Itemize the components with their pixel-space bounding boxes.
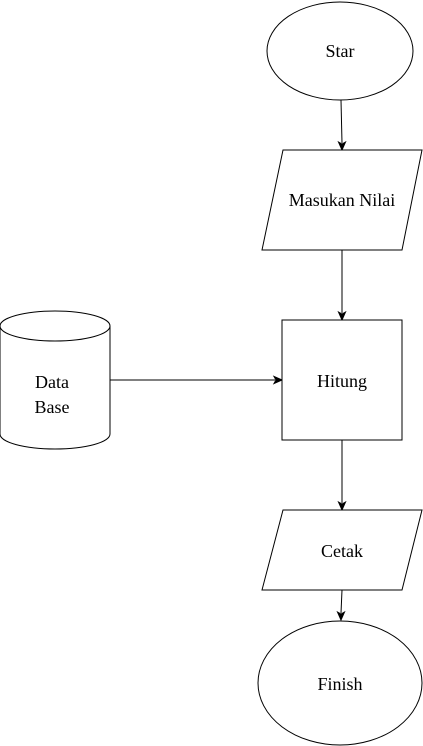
database-label-line2: Base xyxy=(35,397,70,417)
flowchart-edges xyxy=(110,99,347,622)
output-parallelogram xyxy=(261,509,423,591)
process-rectangle xyxy=(281,319,403,441)
edge-output-to-end xyxy=(336,589,346,622)
arrowhead xyxy=(337,310,347,322)
start-label: Star xyxy=(326,41,355,61)
edge-input-to-process xyxy=(337,250,347,322)
output-node: Cetak xyxy=(261,509,423,591)
end-label: Finish xyxy=(317,674,362,694)
end-ellipse xyxy=(257,620,423,746)
edge-database-to-process xyxy=(110,375,284,385)
database-node: Data Base xyxy=(0,310,111,450)
input-label: Masukan Nilai xyxy=(289,190,395,210)
input-node: Masukan Nilai xyxy=(261,149,423,251)
database-label-line1: Data xyxy=(35,372,69,392)
arrowhead xyxy=(272,375,284,385)
start-ellipse xyxy=(266,1,414,101)
edge-process-to-output xyxy=(337,440,347,512)
input-parallelogram xyxy=(261,149,423,251)
process-label: Hitung xyxy=(317,371,367,391)
database-cylinder-top xyxy=(0,310,111,342)
arrowhead xyxy=(337,500,347,512)
arrowhead xyxy=(337,140,347,152)
end-node: Finish xyxy=(257,620,423,746)
output-label: Cetak xyxy=(321,541,363,561)
start-node: Star xyxy=(266,1,414,101)
edge-start-to-input xyxy=(337,99,347,152)
arrowhead xyxy=(336,610,346,622)
process-node: Hitung xyxy=(281,319,403,441)
database-cylinder-body xyxy=(0,326,111,450)
